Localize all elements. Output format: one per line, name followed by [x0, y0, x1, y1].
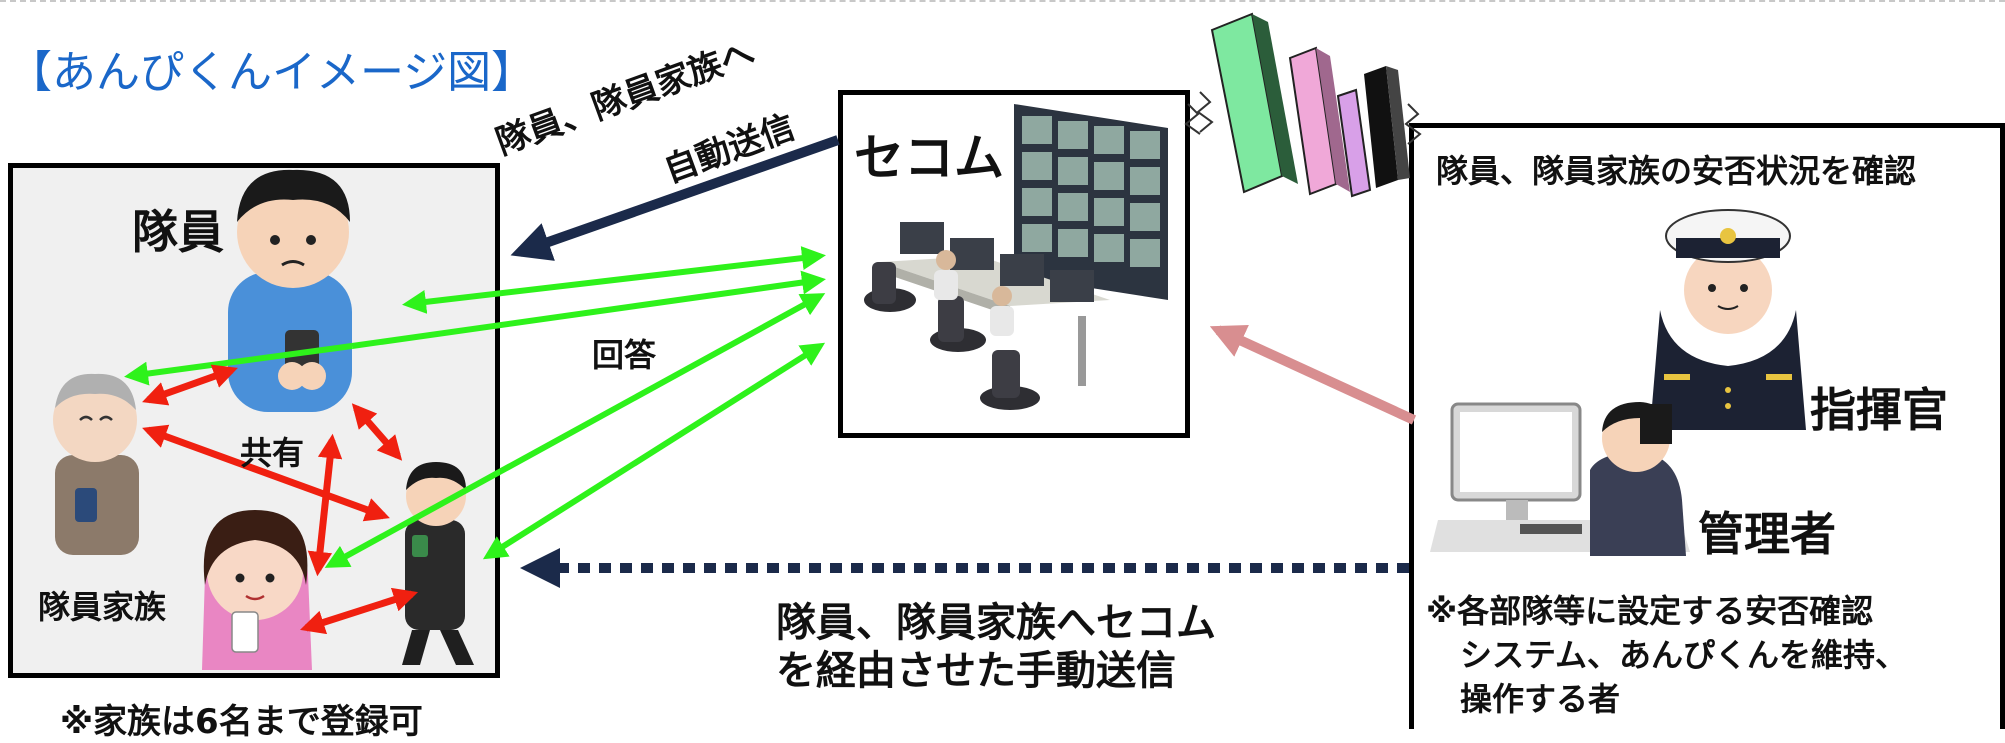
control-room-illustration: [864, 104, 1168, 410]
elderly-family-illustration: [53, 373, 139, 555]
admin-note-line2: システム、あんぴくんを維持、: [1460, 636, 1908, 674]
share-label: 共有: [240, 434, 305, 472]
member-label: 隊員: [132, 205, 224, 259]
secom-label: セコム: [854, 129, 1004, 187]
page-title: 【あんぴくんイメージ図】: [8, 47, 536, 98]
top-dashed-border: [0, 0, 2005, 2]
manual-send-label-line1: 隊員、隊員家族へセコム: [776, 600, 1216, 646]
admin-label: 管理者: [1698, 507, 1836, 561]
commander-illustration: [1650, 209, 1806, 430]
family-label: 隊員家族: [38, 588, 167, 626]
safety-confirm-label: 隊員、隊員家族の安否状況を確認: [1436, 152, 1917, 190]
admin-illustration: [1430, 402, 1690, 556]
commander-label: 指揮官: [1810, 383, 1948, 437]
manual-send-label-line2: を経由させた手動送信: [776, 648, 1176, 694]
admin-note-line1: ※各部隊等に設定する安否確認: [1426, 592, 1874, 630]
admin-box: [1409, 123, 2005, 729]
family-limit-note: ※家族は6名まで登録可: [60, 702, 423, 742]
admin-note-line3: 操作する者: [1460, 680, 1621, 718]
answer-label: 回答: [592, 336, 657, 374]
buildings-illustration: [1184, 12, 1422, 198]
auto-send-arrow: [510, 135, 840, 261]
member-illustration: [228, 169, 352, 412]
girl-family-illustration: [202, 510, 312, 670]
admin-to-secom-arrow: [1209, 324, 1417, 425]
red-share-arrows: [142, 364, 418, 635]
